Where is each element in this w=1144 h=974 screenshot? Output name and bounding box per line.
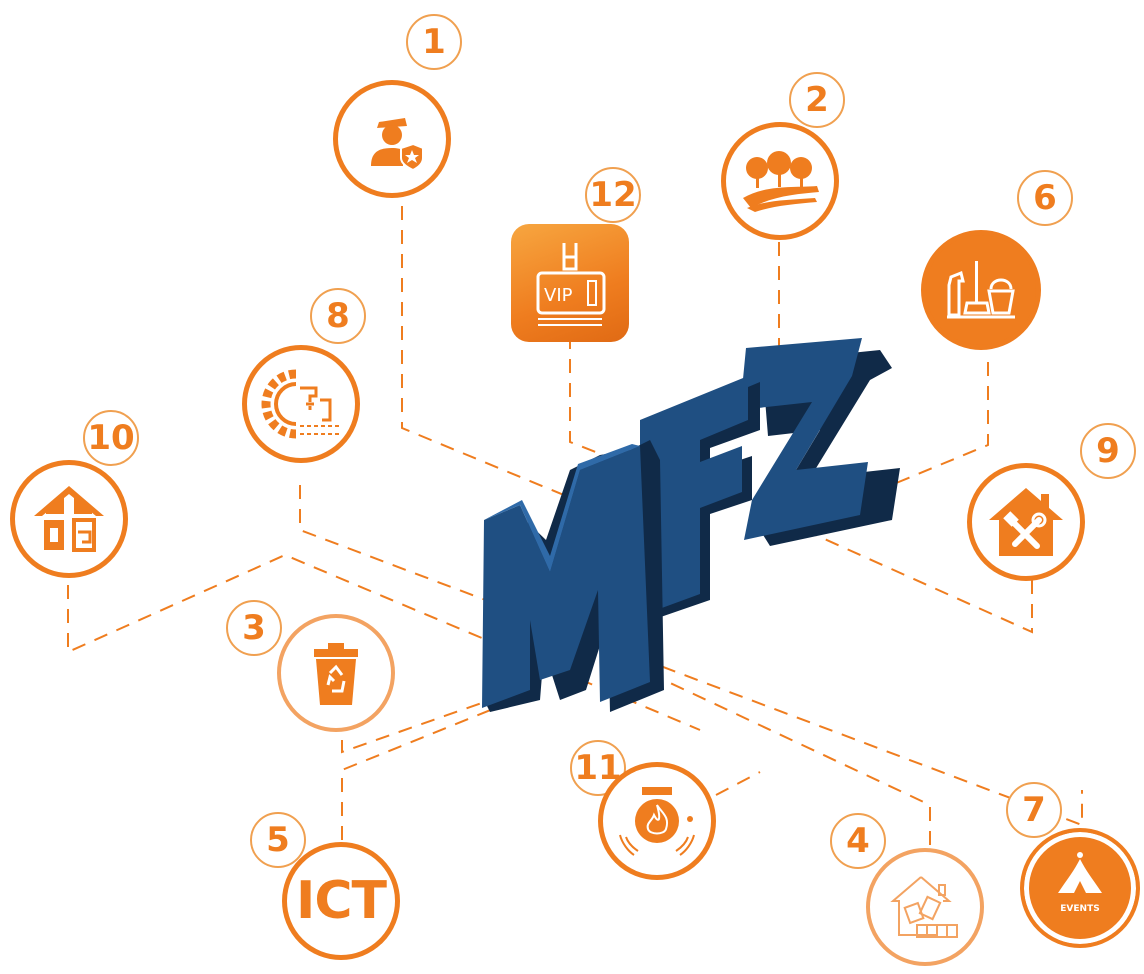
interior-fitout-icon: [890, 876, 958, 938]
landscaping-icon: [743, 151, 819, 212]
step-number-5: 5: [250, 812, 306, 868]
node-cleaning[interactable]: [921, 230, 1041, 350]
events-label: EVENTS: [1060, 904, 1100, 914]
node-vip-pass[interactable]: VIP: [511, 224, 629, 342]
connector-6: [859, 362, 989, 499]
connector-12: [569, 335, 617, 461]
node-landscaping[interactable]: [721, 122, 839, 240]
fire-alarm-icon: [619, 787, 695, 856]
step-number-2: 2: [789, 72, 845, 128]
connector-4: [599, 649, 931, 845]
node-construction[interactable]: [10, 460, 128, 578]
mep-plumbing-gear-icon: [261, 369, 342, 439]
node-fire-alarm[interactable]: [598, 762, 716, 880]
connector-1: [401, 182, 601, 511]
construction-icon: [34, 486, 104, 552]
recycle-bin-icon: [314, 643, 358, 705]
node-mep[interactable]: [242, 345, 360, 463]
node-interior-fitout[interactable]: [866, 848, 984, 966]
connector-11: [715, 771, 761, 796]
events-tent-icon: [1058, 852, 1102, 893]
step-number-6: 6: [1017, 170, 1073, 226]
mfz-logo: [482, 338, 900, 712]
step-number-8: 8: [310, 288, 366, 344]
cleaning-supplies-icon: [947, 261, 1015, 319]
step-number-4: 4: [830, 813, 886, 869]
security-guard-icon: [371, 118, 424, 172]
step-number-7: 7: [1006, 782, 1062, 838]
ict-label: ICT: [296, 871, 387, 931]
step-number-12: 12: [585, 167, 641, 223]
connector-9: [799, 527, 1033, 634]
step-number-10: 10: [83, 410, 139, 466]
node-ict[interactable]: ICT: [282, 842, 400, 960]
connector-8: [299, 485, 1083, 827]
node-recycling[interactable]: [277, 614, 395, 732]
vip-pass-icon: VIP: [536, 243, 606, 326]
node-security[interactable]: [333, 80, 451, 198]
step-number-9: 9: [1080, 423, 1136, 479]
house-maintenance-icon: [989, 488, 1063, 556]
vip-label: VIP: [544, 285, 573, 306]
node-events[interactable]: EVENTS: [1020, 828, 1140, 948]
step-number-1: 1: [406, 14, 462, 70]
step-number-3: 3: [226, 600, 282, 656]
node-home-maintenance[interactable]: [967, 463, 1085, 581]
connector-3: [341, 685, 531, 754]
